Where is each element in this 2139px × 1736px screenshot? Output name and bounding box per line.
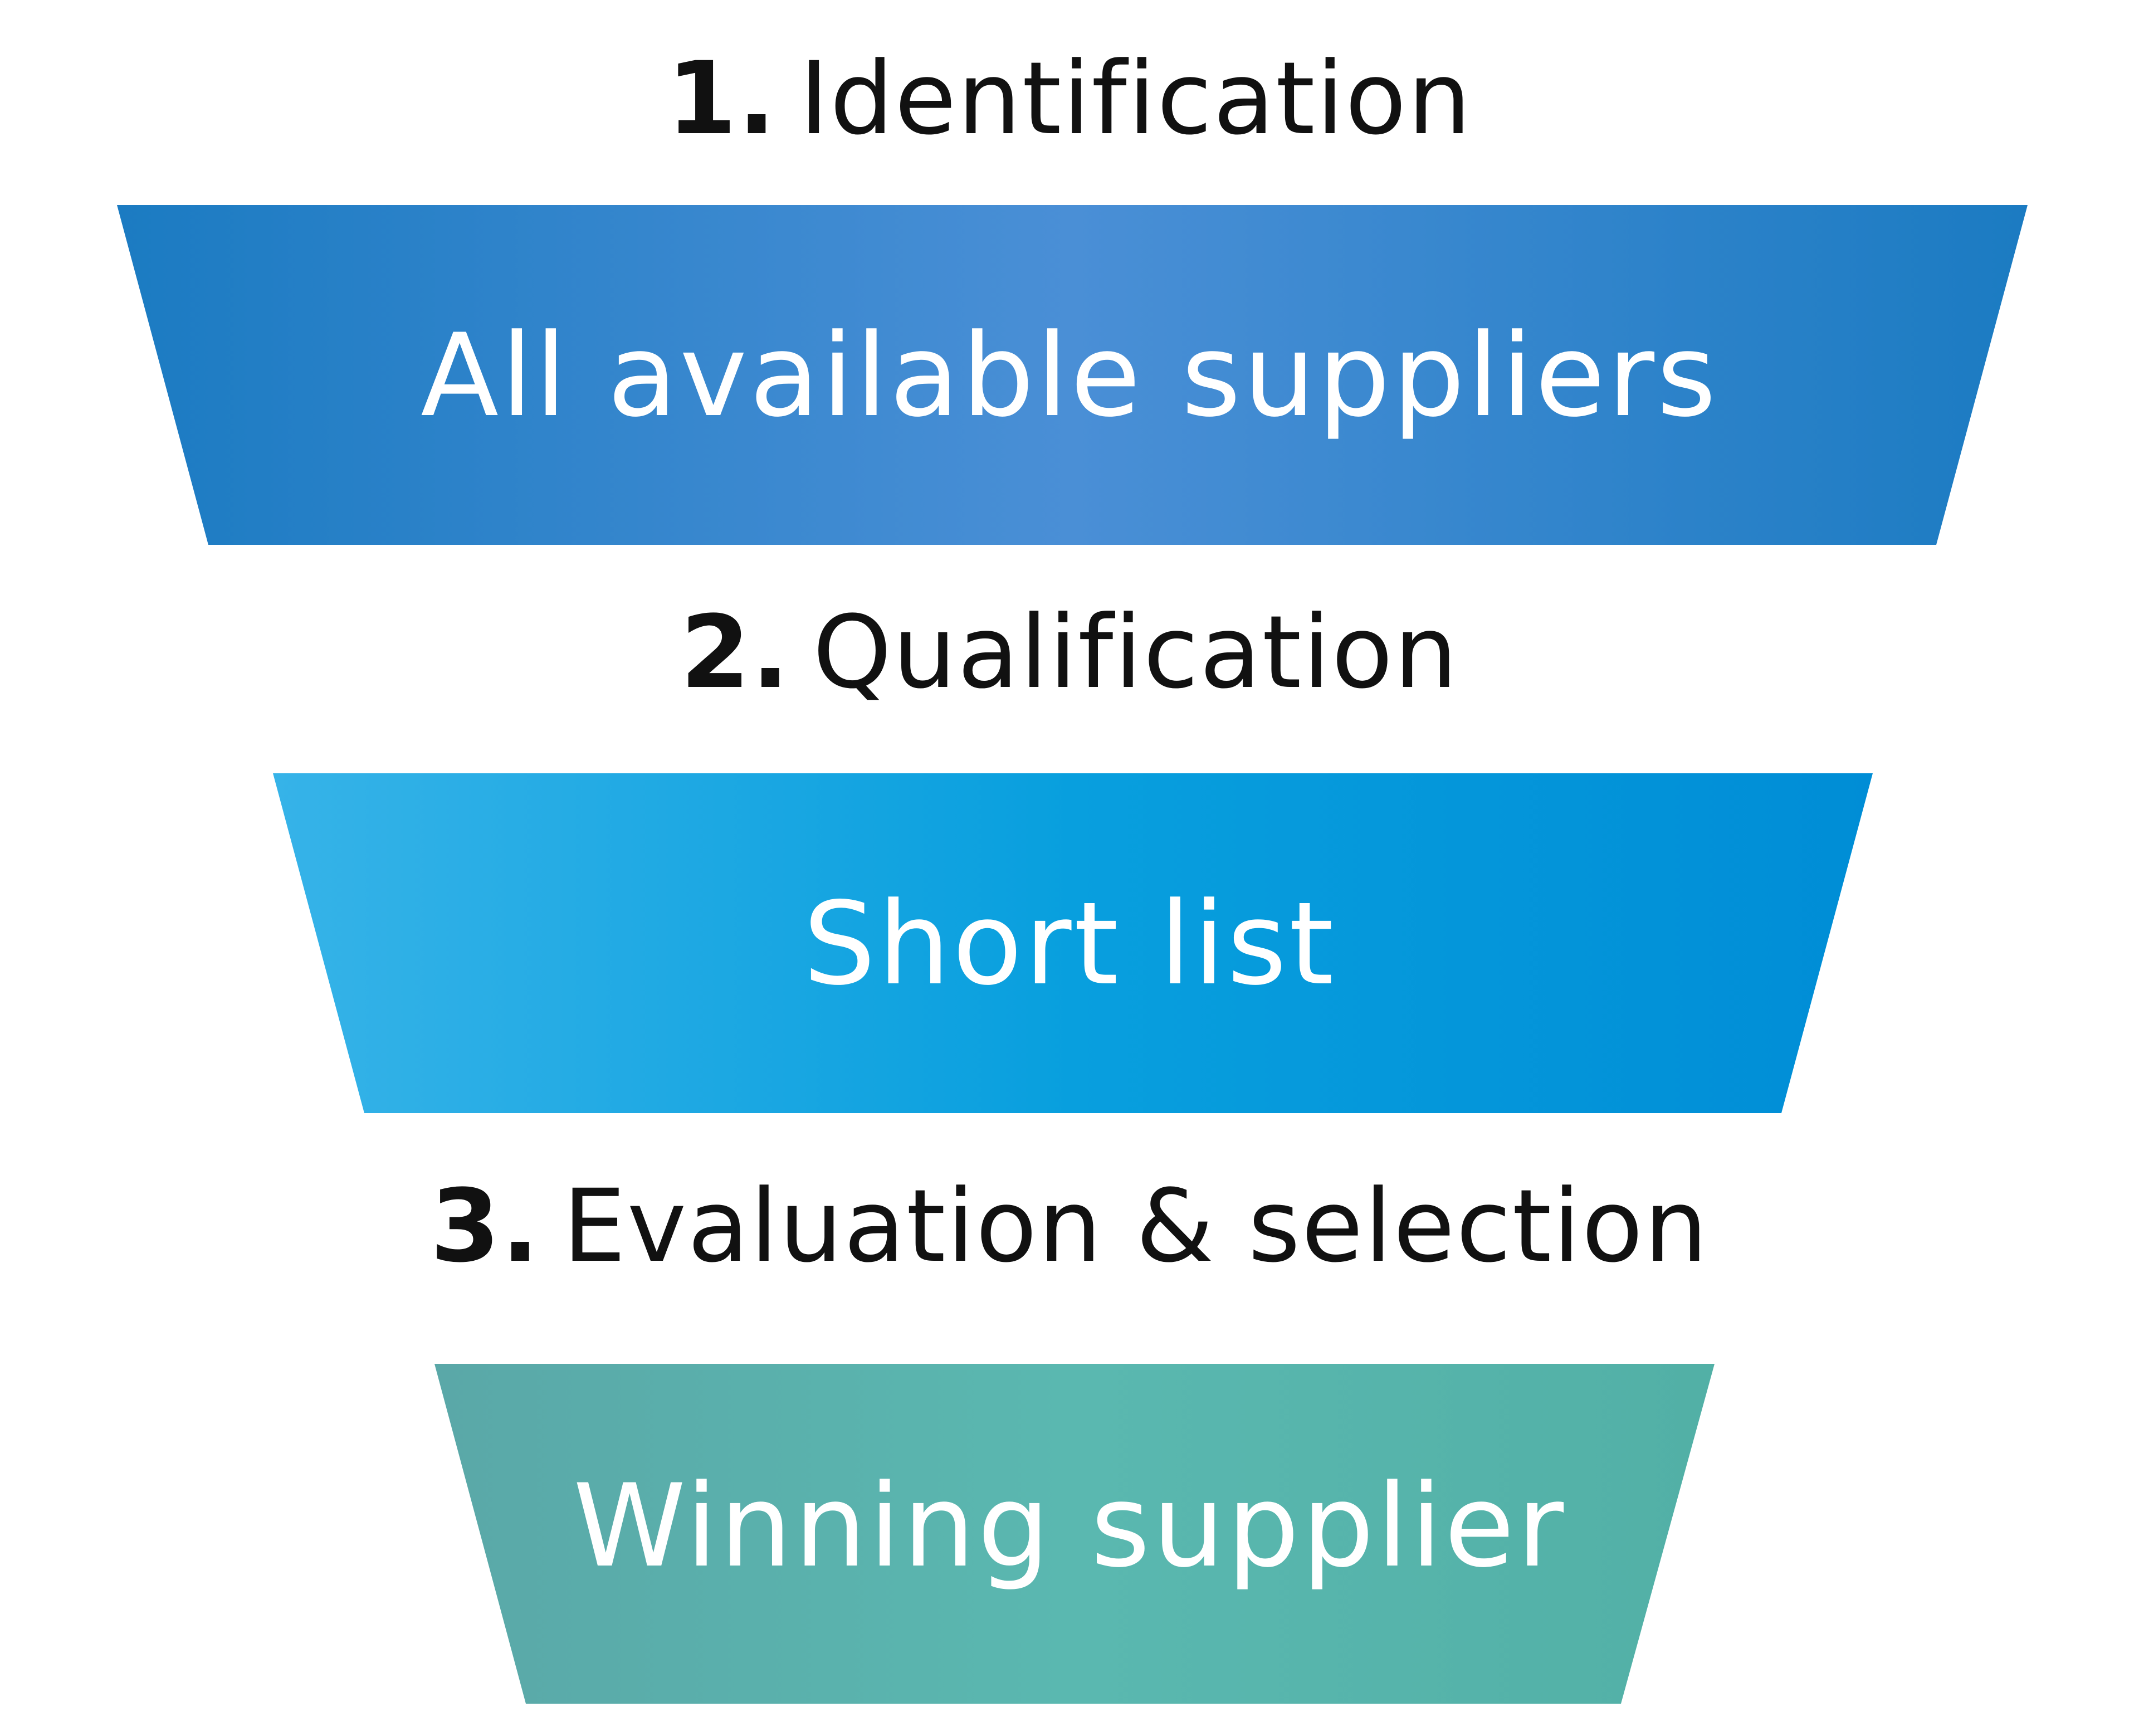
stage-3-heading: 3.Evaluation & selection bbox=[0, 1166, 2139, 1288]
stage-2-number: 2. bbox=[680, 594, 791, 711]
funnel-tier-2-shape bbox=[273, 773, 1873, 1113]
funnel-tier-3-shape bbox=[434, 1364, 1715, 1704]
funnel-tier-2: Short list bbox=[273, 773, 1873, 1113]
stage-2-heading: 2.Qualification bbox=[0, 592, 2139, 714]
stage-3-title: Evaluation & selection bbox=[563, 1168, 1709, 1285]
stage-1-heading: 1.Identification bbox=[0, 38, 2139, 160]
stage-3-number: 3. bbox=[430, 1168, 541, 1285]
funnel-tier-2-label: Short list bbox=[803, 878, 1336, 1011]
funnel-tier-3: Winning supplier bbox=[434, 1364, 1715, 1704]
stage-1-title: Identification bbox=[799, 41, 1472, 157]
funnel-tier-1-label: All available suppliers bbox=[421, 310, 1718, 442]
stage-2-title: Qualification bbox=[813, 594, 1459, 711]
funnel-tier-1-shape bbox=[117, 205, 2028, 545]
funnel-tier-1: All available suppliers bbox=[117, 205, 2028, 545]
funnel-tier-3-label: Winning supplier bbox=[573, 1460, 1566, 1593]
stage-1-number: 1. bbox=[667, 41, 777, 157]
